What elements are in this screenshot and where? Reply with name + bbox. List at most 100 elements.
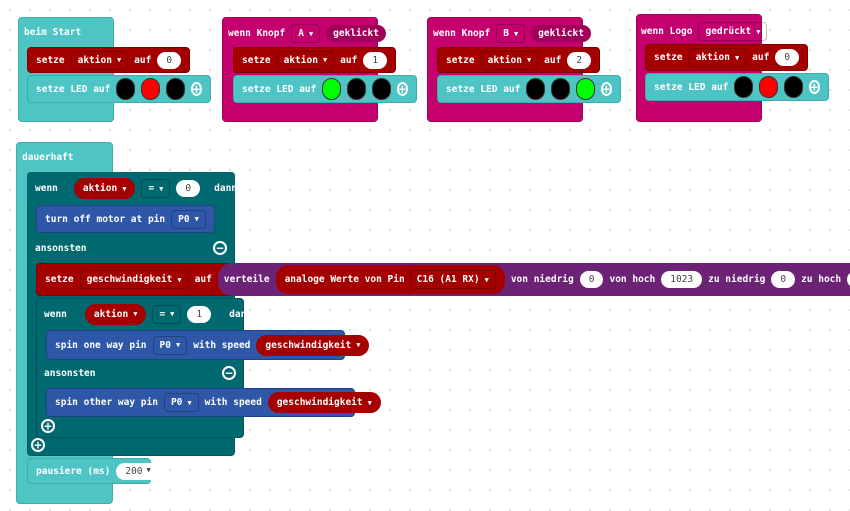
button-dropdown[interactable]: B: [496, 24, 526, 43]
compare-value-input[interactable]: 1: [187, 305, 212, 323]
pin-dropdown[interactable]: P0: [163, 393, 199, 412]
set-label: setze: [45, 274, 74, 285]
from-high-label: von hoch: [609, 274, 656, 285]
led-swatch-2[interactable]: [759, 76, 778, 98]
to-label: auf: [134, 54, 152, 66]
minus-icon[interactable]: −: [213, 241, 227, 255]
when-button-label: wenn Knopf: [433, 28, 491, 39]
set-aktion-block[interactable]: setze aktion auf 0: [27, 47, 191, 73]
variable-dropdown[interactable]: aktion: [480, 50, 539, 70]
pause-label: pausiere (ms): [36, 465, 111, 477]
variable-dropdown[interactable]: aktion: [276, 50, 335, 70]
variable-dropdown[interactable]: geschwindigkeit: [79, 270, 189, 289]
plus-icon[interactable]: +: [396, 82, 408, 96]
pause-dropdown[interactable]: 200▼: [116, 462, 160, 480]
led-swatch-3[interactable]: [165, 78, 185, 100]
set-label: setze: [242, 54, 271, 66]
if-label: wenn: [44, 308, 67, 320]
pin-dropdown[interactable]: P0: [171, 209, 206, 229]
speed-variable[interactable]: geschwindigkeit▼: [256, 334, 370, 356]
spin-one-way-block[interactable]: spin one way pin P0 with speed geschwind…: [46, 330, 370, 360]
pause-block[interactable]: pausiere (ms) 200▼: [27, 458, 160, 484]
then-label: dann: [214, 183, 238, 194]
motor-off-label: turn off motor at pin: [45, 213, 166, 225]
variable-aktion[interactable]: aktion▼: [84, 303, 147, 325]
led-swatch-3[interactable]: [371, 78, 391, 100]
if-label: wenn: [35, 183, 58, 194]
when-button-label: wenn Knopf: [228, 28, 286, 39]
to-label: auf: [194, 274, 212, 285]
set-label: setze: [654, 52, 683, 63]
spin-label: spin other way pin: [55, 397, 158, 408]
set-led-block[interactable]: setze LED auf +: [437, 75, 621, 103]
variable-dropdown[interactable]: aktion: [688, 48, 747, 67]
value-input[interactable]: 2: [567, 51, 592, 69]
to-low-input[interactable]: 0: [771, 271, 796, 288]
set-label: setze: [446, 54, 475, 66]
plus-icon[interactable]: +: [190, 82, 202, 96]
variable-dropdown[interactable]: aktion: [70, 50, 129, 70]
on-start-title: beim Start: [24, 27, 82, 38]
led-label: setze LED auf: [36, 83, 111, 95]
map-label: verteile: [223, 274, 270, 285]
plus-icon[interactable]: +: [31, 438, 45, 452]
led-label: setze LED auf: [654, 81, 729, 93]
minus-icon[interactable]: −: [222, 366, 236, 380]
led-label: setze LED auf: [446, 83, 521, 95]
operator-dropdown[interactable]: =: [152, 304, 182, 324]
to-low-label: zu niedrig: [708, 274, 766, 285]
compare-value-input[interactable]: 0: [176, 180, 201, 197]
spin-other-way-block[interactable]: spin other way pin P0 with speed geschwi…: [46, 388, 381, 417]
led-swatch-1[interactable]: [116, 78, 136, 100]
set-label: setze: [36, 54, 65, 66]
set-speed-block[interactable]: setze geschwindigkeit auf verteile analo…: [36, 263, 850, 296]
operator-dropdown[interactable]: =: [141, 179, 171, 198]
speed-label: with speed: [193, 339, 251, 351]
else-label: ansonsten: [35, 242, 87, 254]
pin-dropdown[interactable]: P0: [152, 335, 188, 355]
value-input[interactable]: 1: [363, 51, 388, 69]
led-swatch-1[interactable]: [322, 78, 342, 100]
plus-icon[interactable]: +: [808, 80, 820, 94]
event-dropdown[interactable]: geklickt: [326, 25, 386, 42]
to-high-input[interactable]: 100: [847, 271, 850, 288]
to-label: auf: [544, 54, 562, 66]
plus-icon[interactable]: +: [600, 82, 612, 96]
spin-label: spin one way pin: [55, 339, 147, 351]
event-dropdown[interactable]: gedrückt: [698, 22, 768, 41]
when-logo-label: wenn Logo: [641, 26, 693, 37]
plus-icon[interactable]: +: [41, 419, 55, 433]
led-swatch-1[interactable]: [526, 78, 546, 100]
button-dropdown[interactable]: A: [291, 24, 321, 43]
led-swatch-2[interactable]: [551, 78, 570, 100]
from-low-input[interactable]: 0: [579, 271, 604, 288]
led-swatch-2[interactable]: [141, 78, 160, 100]
from-high-input[interactable]: 1023: [661, 271, 703, 288]
value-input[interactable]: 0: [157, 51, 182, 69]
set-led-block[interactable]: setze LED auf +: [27, 75, 211, 103]
event-dropdown[interactable]: geklickt: [531, 25, 591, 42]
from-low-label: von niedrig: [510, 274, 574, 285]
led-swatch-1[interactable]: [734, 76, 754, 98]
set-led-block[interactable]: setze LED auf +: [645, 73, 829, 101]
else-label: ansonsten: [44, 367, 96, 379]
set-led-block[interactable]: setze LED auf +: [233, 75, 417, 103]
to-high-label: zu hoch: [801, 274, 842, 285]
led-label: setze LED auf: [242, 83, 317, 95]
analog-pin-dropdown[interactable]: C16 (A1 RX): [409, 270, 496, 289]
variable-aktion[interactable]: aktion▼: [73, 178, 136, 199]
led-swatch-3[interactable]: [575, 78, 595, 100]
set-aktion-block[interactable]: setze aktion auf 0: [645, 44, 809, 71]
value-input[interactable]: 0: [775, 49, 800, 66]
led-swatch-3[interactable]: [783, 76, 803, 98]
then-label: dann: [229, 308, 253, 320]
led-swatch-2[interactable]: [347, 78, 366, 100]
set-aktion-block[interactable]: setze aktion auf 2: [437, 47, 601, 73]
to-label: auf: [340, 54, 358, 66]
speed-variable[interactable]: geschwindigkeit▼: [267, 392, 381, 413]
speed-label: with speed: [204, 397, 262, 408]
turn-off-motor-block[interactable]: turn off motor at pin P0: [36, 205, 215, 233]
set-aktion-block[interactable]: setze aktion auf 1: [233, 47, 397, 73]
